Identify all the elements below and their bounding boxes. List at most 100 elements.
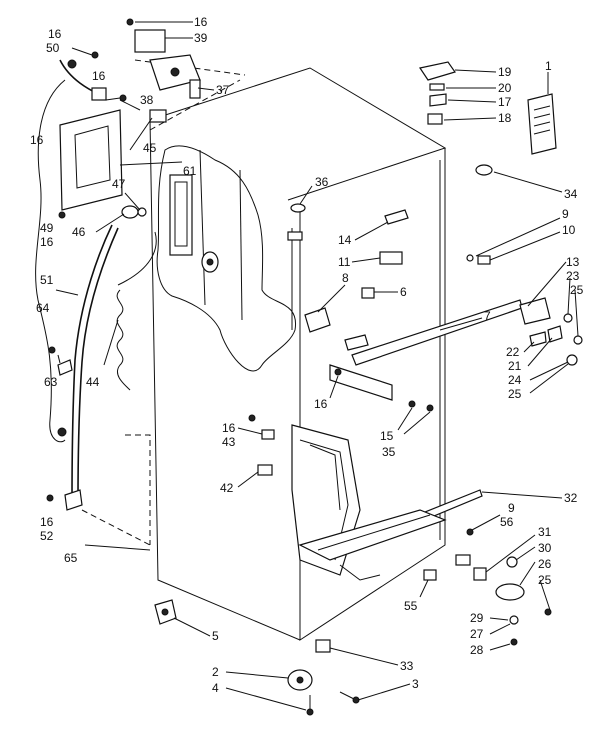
screw-9 bbox=[466, 254, 474, 262]
leader-33 bbox=[329, 647, 399, 666]
control-knob-center bbox=[206, 258, 214, 266]
leader-25c bbox=[539, 579, 551, 611]
leader-26 bbox=[519, 561, 536, 586]
bracket-29 bbox=[455, 554, 471, 566]
callout-11: 11 bbox=[338, 255, 351, 269]
callout-30: 30 bbox=[538, 541, 552, 555]
screw-64 bbox=[48, 346, 56, 354]
callout-31: 31 bbox=[538, 525, 552, 539]
leader-47 bbox=[124, 192, 141, 211]
inner-duct-slot bbox=[174, 181, 188, 247]
callout-7: 7 bbox=[484, 309, 491, 323]
bushing-18 bbox=[427, 113, 443, 125]
leader-35 bbox=[403, 411, 431, 435]
callout-1: 1 bbox=[545, 59, 552, 73]
screw-16-50 bbox=[91, 51, 99, 59]
callout-37: 37 bbox=[216, 83, 230, 97]
leader-25b bbox=[529, 363, 569, 394]
callout-19: 19 bbox=[498, 65, 512, 79]
roller-5-axle bbox=[161, 608, 169, 616]
leader-50 bbox=[71, 47, 93, 56]
base-pan-rib-2 bbox=[339, 564, 381, 581]
callout-28: 28 bbox=[470, 643, 484, 657]
leader-15 bbox=[397, 407, 413, 431]
interior-parts bbox=[257, 203, 523, 653]
leader-36 bbox=[299, 185, 313, 205]
leader-25a bbox=[574, 289, 579, 337]
callout-18: 18 bbox=[498, 111, 512, 125]
screw-25c bbox=[544, 608, 552, 616]
leader-34 bbox=[493, 171, 563, 193]
callout-16: 16 bbox=[194, 15, 208, 29]
terminal-37 bbox=[189, 79, 201, 99]
literature-lines bbox=[533, 105, 551, 135]
harness-left bbox=[35, 79, 66, 443]
callout-23: 23 bbox=[566, 269, 580, 283]
leader-lines bbox=[55, 21, 579, 711]
callout-16: 16 bbox=[30, 133, 44, 147]
leader-10 bbox=[489, 231, 561, 261]
divider-bracket bbox=[329, 364, 393, 401]
hinge-parts bbox=[419, 61, 583, 646]
liner-line-2 bbox=[239, 169, 243, 321]
leader-45 bbox=[129, 117, 153, 151]
callout-63: 63 bbox=[44, 375, 58, 389]
coil-44 bbox=[116, 289, 131, 391]
callout-25: 25 bbox=[508, 387, 522, 401]
leader-32 bbox=[481, 491, 563, 499]
leader-27 bbox=[489, 623, 511, 635]
wire-38 bbox=[119, 99, 141, 111]
clip-42 bbox=[257, 464, 273, 476]
latch-11 bbox=[379, 251, 403, 265]
divider-rail bbox=[351, 299, 523, 366]
base-pan bbox=[298, 509, 447, 561]
callout-50: 50 bbox=[46, 41, 60, 55]
callout-64: 64 bbox=[36, 301, 50, 315]
cabinet-front-edge bbox=[149, 119, 301, 641]
leader-8 bbox=[317, 284, 346, 313]
callout-43: 43 bbox=[222, 435, 236, 449]
screw-38 bbox=[119, 94, 127, 102]
fitting-46 bbox=[121, 205, 139, 219]
callout-49: 49 bbox=[40, 221, 54, 235]
screw-15 bbox=[408, 400, 416, 408]
switch-assembly bbox=[119, 29, 246, 131]
clip-6 bbox=[361, 287, 375, 299]
callout-16: 16 bbox=[92, 69, 106, 83]
leader-42 bbox=[237, 471, 259, 488]
callouts: 16 39 16 50 16 38 37 16 45 61 47 49 16 4… bbox=[30, 15, 584, 695]
hinge-26 bbox=[495, 583, 525, 601]
screw-16-mid bbox=[334, 368, 342, 376]
leader-2 bbox=[225, 671, 289, 679]
callout-24: 24 bbox=[508, 373, 522, 387]
shim-27 bbox=[509, 615, 519, 625]
leader-63 bbox=[57, 354, 61, 364]
callout-9: 9 bbox=[562, 207, 569, 221]
cover-33 bbox=[315, 639, 331, 653]
leader-13 bbox=[527, 261, 567, 307]
coil-44-lead bbox=[117, 231, 157, 286]
plug-16 bbox=[91, 87, 107, 101]
callout-25: 25 bbox=[538, 573, 552, 587]
hinge-cap bbox=[287, 231, 303, 241]
callout-42: 42 bbox=[220, 481, 234, 495]
leader-43 bbox=[237, 427, 263, 435]
callout-39: 39 bbox=[194, 31, 208, 45]
callout-52: 52 bbox=[40, 529, 54, 543]
base-pan-rib-1 bbox=[317, 514, 431, 551]
screw-7-bracket bbox=[344, 334, 369, 351]
cutaway-edge bbox=[156, 145, 296, 372]
leader-11 bbox=[351, 257, 381, 263]
screw-16-52 bbox=[46, 494, 54, 502]
defrost-assembly bbox=[35, 59, 157, 546]
leader-9a bbox=[475, 217, 561, 257]
screw-4-head bbox=[306, 708, 314, 716]
callout-34: 34 bbox=[564, 187, 578, 201]
screw-28 bbox=[510, 638, 518, 646]
callout-16: 16 bbox=[48, 27, 62, 41]
screw-25a bbox=[573, 335, 583, 345]
callout-10: 10 bbox=[562, 223, 576, 237]
callout-46: 46 bbox=[72, 225, 86, 239]
callout-47: 47 bbox=[112, 177, 126, 191]
